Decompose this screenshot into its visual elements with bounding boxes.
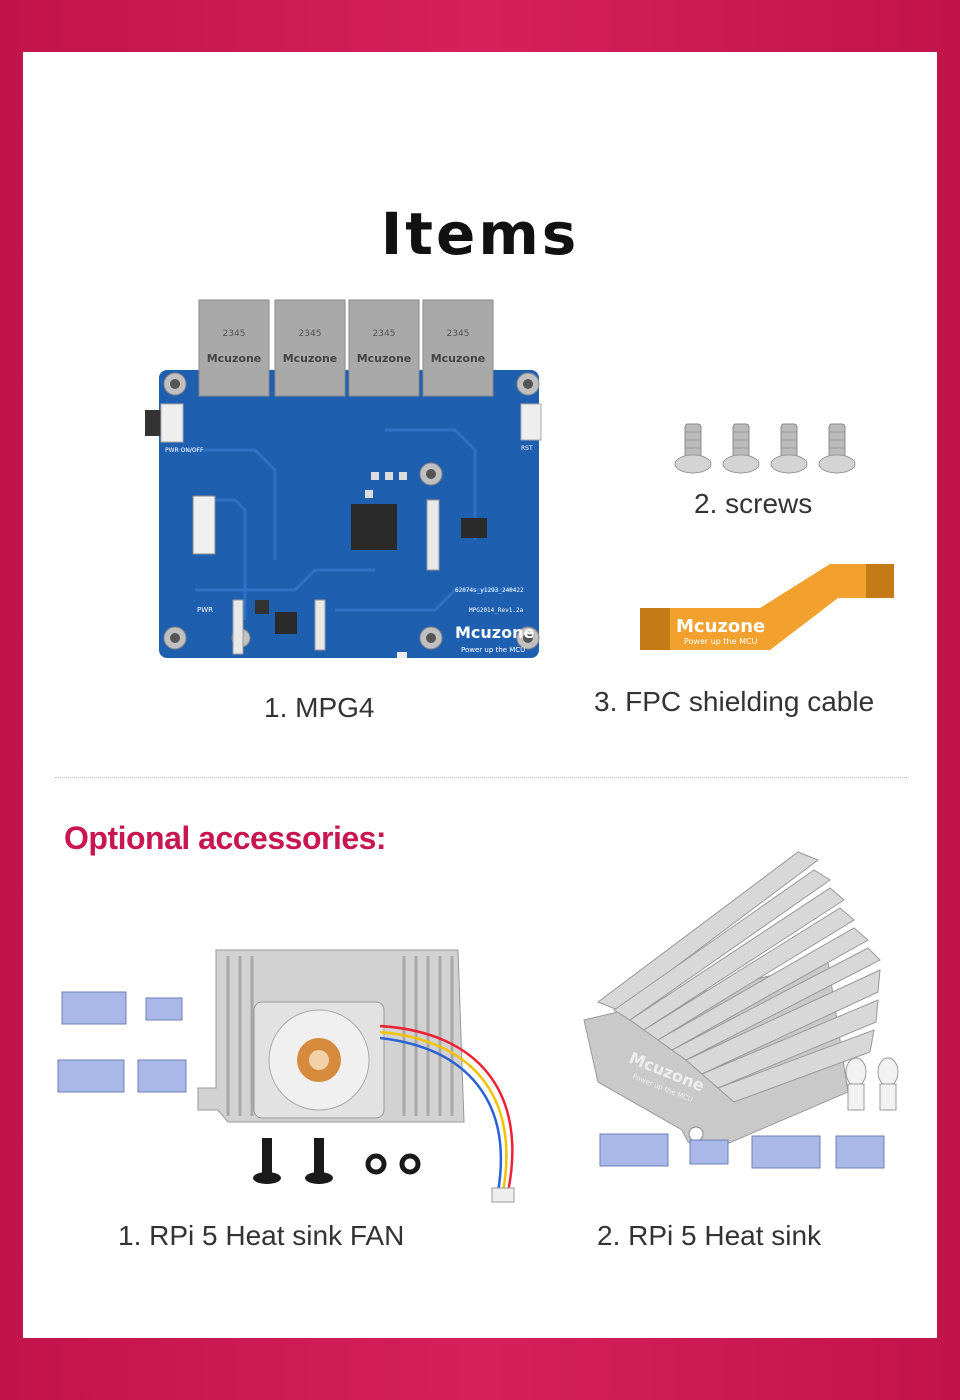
item-label-screws: 2. screws <box>694 488 813 519</box>
fpc-cable-image: Mcuzone Power up the MCU <box>640 564 894 650</box>
silk-id2: MPG2014_Rev1.2a <box>469 607 524 614</box>
silk-pwr-onoff: PWR ON/OFF <box>165 447 204 454</box>
screws-image <box>674 423 856 474</box>
page-title: Items <box>380 200 580 268</box>
fpc-brand: Mcuzone <box>676 616 765 637</box>
port-code-2: 2345 <box>299 329 322 339</box>
section-divider <box>55 777 907 778</box>
silk-rst: RST <box>521 445 533 452</box>
heatsink-fan-image <box>57 949 515 1203</box>
port-code-1: 2345 <box>223 329 246 339</box>
optional-label-fan: 1. RPi 5 Heat sink FAN <box>118 1220 405 1251</box>
silk-pwr: PWR <box>197 606 213 614</box>
content-card: Items 2345 2345 2345 2345 Mcuzone Mcuzon… <box>23 52 937 1338</box>
port-brand-4: Mcuzone <box>431 352 486 365</box>
fpc-tagline: Power up the MCU <box>684 637 758 646</box>
port-code-3: 2345 <box>373 329 396 339</box>
port-code-4: 2345 <box>447 329 470 339</box>
optional-accessories-heading: Optional accessories: <box>64 820 387 856</box>
board-brand: Mcuzone <box>455 623 534 642</box>
heatsink-image: Mcuzone Power up the MCU <box>583 851 899 1169</box>
port-brand-3: Mcuzone <box>357 352 412 365</box>
item-label-fpc-cable: 3. FPC shielding cable <box>594 686 875 717</box>
port-brand-2: Mcuzone <box>283 352 338 365</box>
board-image: 2345 2345 2345 2345 Mcuzone Mcuzone Mcuz… <box>145 299 542 658</box>
board-tagline: Power up the MCU <box>461 646 525 654</box>
item-label-mpg4: 1. MPG4 <box>264 692 375 723</box>
silk-id1: 62074s_y1293_240422 <box>455 587 524 594</box>
port-brand-1: Mcuzone <box>207 352 262 365</box>
optional-label-heatsink: 2. RPi 5 Heat sink <box>597 1220 822 1251</box>
